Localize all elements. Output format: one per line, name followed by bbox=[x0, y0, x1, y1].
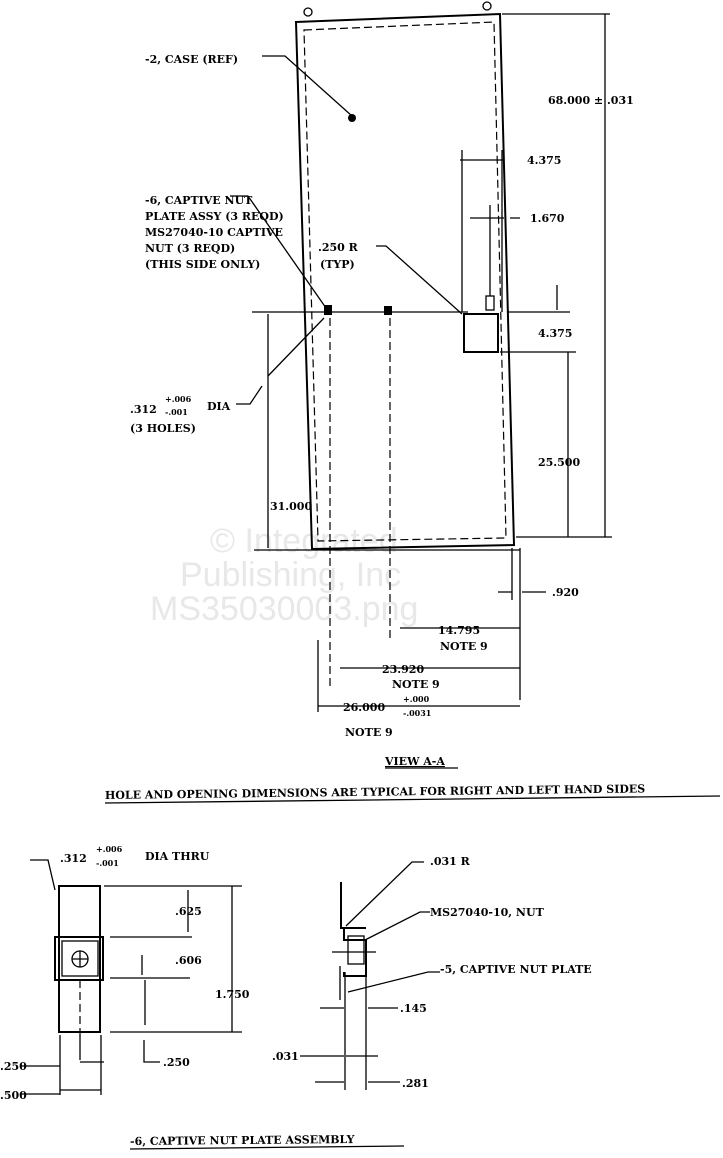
svg-text:MS27040-10 CAPTIVE: MS27040-10 CAPTIVE bbox=[145, 226, 283, 239]
svg-text:.500: .500 bbox=[0, 1089, 27, 1102]
svg-text:.031 R: .031 R bbox=[430, 855, 471, 868]
svg-text:© Integrated: © Integrated bbox=[210, 522, 398, 560]
opening bbox=[463, 313, 499, 353]
radius-label: .250 R bbox=[318, 241, 359, 254]
svg-text:.312: .312 bbox=[130, 403, 157, 416]
hole-mark bbox=[324, 305, 332, 315]
assembly-front-view: .312 +.006 -.001 DIA THRU .625 .606 1.75… bbox=[0, 844, 250, 1102]
svg-text:NUT (3 REQD): NUT (3 REQD) bbox=[145, 242, 235, 255]
dim-31000: 31.000 bbox=[270, 500, 312, 513]
general-note: HOLE AND OPENING DIMENSIONS ARE TYPICAL … bbox=[105, 782, 645, 802]
note-9: NOTE 9 bbox=[345, 726, 393, 739]
radius-note: (TYP) bbox=[320, 258, 355, 271]
dim-23920: 23.920 bbox=[382, 663, 424, 676]
svg-text:.250: .250 bbox=[0, 1060, 27, 1073]
assembly-side-view: .031 R MS27040-10, NUT -5, CAPTIVE NUT P… bbox=[272, 855, 592, 1090]
svg-text:.145: .145 bbox=[400, 1002, 427, 1015]
dim-14795: 14.795 bbox=[438, 624, 480, 637]
svg-text:-.0031: -.0031 bbox=[403, 708, 431, 718]
dim-920: .920 bbox=[552, 586, 579, 599]
note-9: NOTE 9 bbox=[392, 678, 440, 691]
dim-1670: 1.670 bbox=[530, 212, 565, 225]
svg-text:+.006: +.006 bbox=[165, 394, 192, 404]
case-label: -2, CASE (REF) bbox=[145, 53, 238, 66]
svg-text:.312: .312 bbox=[60, 852, 87, 865]
dim-4375-top: 4.375 bbox=[527, 154, 561, 167]
svg-text:MS35030003.png: MS35030003.png bbox=[150, 590, 418, 628]
view-title: VIEW A-A bbox=[384, 755, 445, 768]
assembly-title: -6, CAPTIVE NUT PLATE ASSEMBLY bbox=[130, 1133, 355, 1148]
svg-text:MS27040-10, NUT: MS27040-10, NUT bbox=[430, 906, 545, 919]
note-9: NOTE 9 bbox=[440, 640, 488, 653]
svg-text:(THIS SIDE ONLY): (THIS SIDE ONLY) bbox=[145, 258, 260, 271]
dim-4375-bottom: 4.375 bbox=[538, 327, 572, 340]
hole-mark bbox=[485, 295, 495, 311]
dim-height: 68.000 ± .031 bbox=[548, 94, 634, 107]
svg-text:1.750: 1.750 bbox=[215, 988, 250, 1001]
hole-mark bbox=[384, 306, 392, 315]
svg-text:.250: .250 bbox=[163, 1056, 190, 1069]
svg-text:+.000: +.000 bbox=[403, 694, 430, 704]
svg-text:.031: .031 bbox=[272, 1050, 299, 1063]
dim-26000: 26.000 bbox=[343, 701, 385, 714]
svg-text:DIA: DIA bbox=[207, 400, 231, 413]
svg-text:.606: .606 bbox=[175, 954, 202, 967]
lifting-eye-icon bbox=[482, 1, 492, 11]
svg-text:-.001: -.001 bbox=[165, 407, 188, 417]
svg-text:.281: .281 bbox=[402, 1077, 429, 1090]
lifting-eye-icon bbox=[303, 7, 313, 17]
svg-text:(3 HOLES): (3 HOLES) bbox=[130, 422, 196, 435]
svg-text:DIA THRU: DIA THRU bbox=[145, 850, 210, 863]
svg-text:PLATE ASSY (3 REQD): PLATE ASSY (3 REQD) bbox=[145, 210, 284, 223]
svg-text:Publishing, Inc: Publishing, Inc bbox=[180, 556, 401, 594]
svg-text:+.006: +.006 bbox=[96, 844, 123, 854]
captive-nut-callout: -6, CAPTIVE NUT PLATE ASSY (3 REQD) MS27… bbox=[145, 194, 327, 309]
svg-text:-6, CAPTIVE NUT: -6, CAPTIVE NUT bbox=[145, 194, 253, 207]
dim-25500: 25.500 bbox=[538, 456, 580, 469]
svg-text:-5, CAPTIVE NUT PLATE: -5, CAPTIVE NUT PLATE bbox=[440, 963, 592, 976]
svg-text:-.001: -.001 bbox=[96, 858, 119, 868]
watermark: © Integrated Publishing, Inc MS35030003.… bbox=[150, 522, 418, 628]
svg-text:.625: .625 bbox=[175, 905, 202, 918]
hole-dia-callout: .312 +.006 -.001 DIA (3 HOLES) bbox=[130, 317, 325, 435]
case-outline bbox=[294, 1, 516, 551]
reference-dot bbox=[348, 114, 356, 122]
